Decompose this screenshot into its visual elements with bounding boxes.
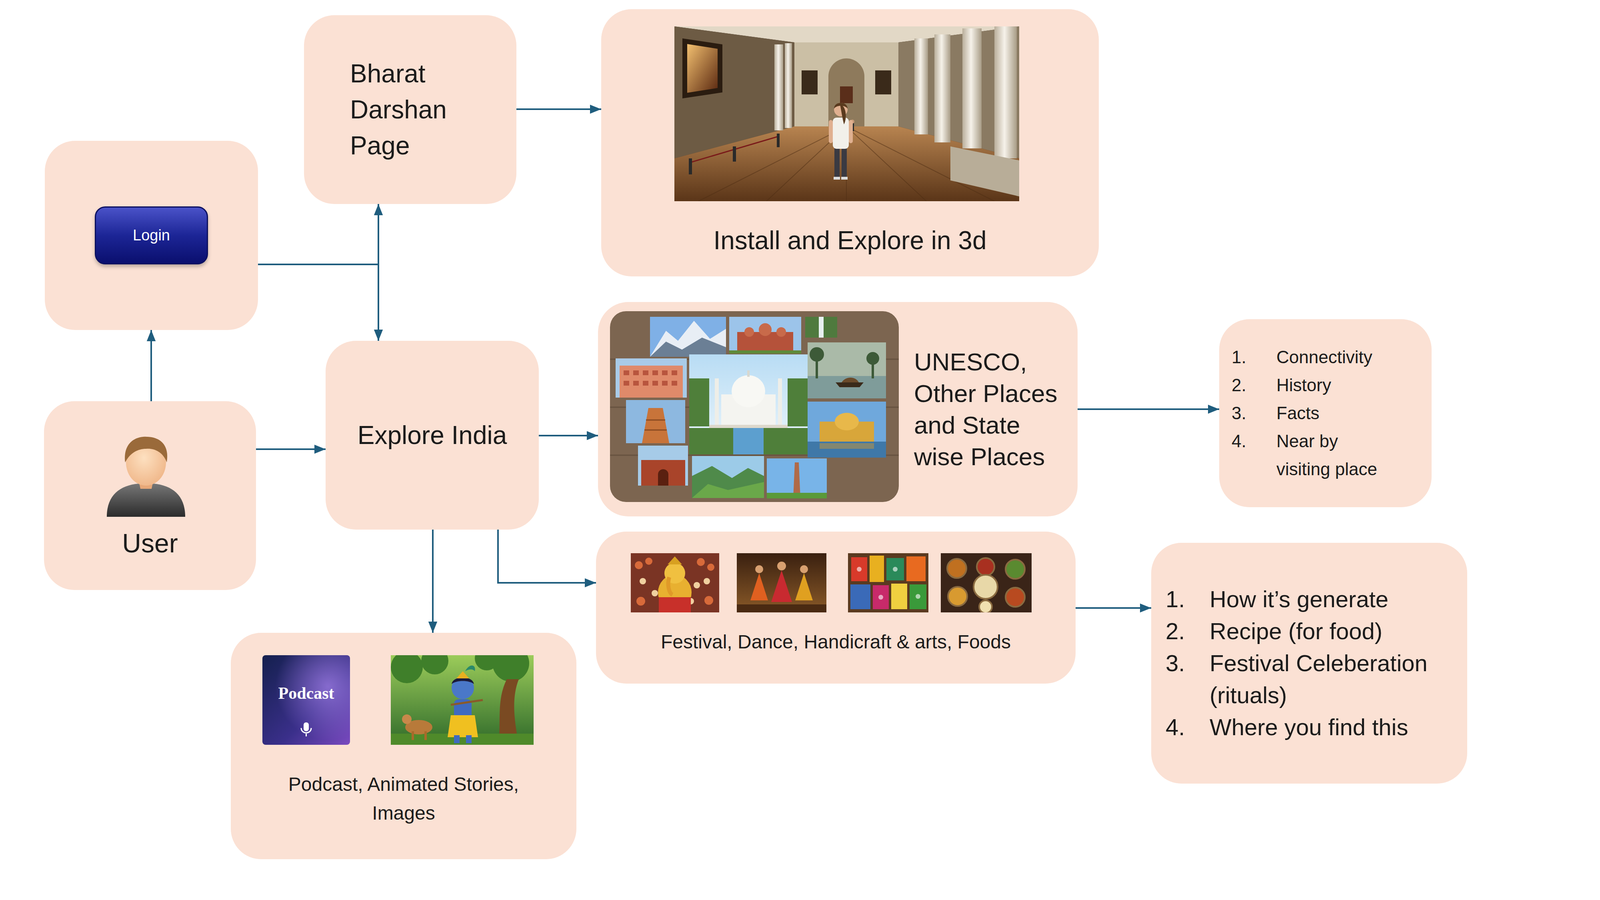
places-collage [610, 311, 899, 502]
arrow-connector [258, 204, 379, 265]
arrow-connector [432, 529, 434, 633]
list-number: 4. [1165, 711, 1210, 744]
caption: Install and Explore in 3d [713, 224, 987, 257]
list-item: Connectivity [1276, 343, 1389, 372]
festival-photo [736, 553, 827, 613]
text-area: Bharat Darshan Page [304, 15, 517, 204]
arrow-connector [538, 434, 598, 437]
arrow-connector [498, 529, 596, 583]
box-label: Bharat Darshan Page [350, 55, 482, 164]
museum-screenshot [674, 26, 1020, 202]
login-button: Login [94, 206, 208, 265]
list-number: 3. [1165, 647, 1210, 712]
text-area: Explore India [325, 340, 539, 530]
actor-box: User [44, 401, 256, 590]
text-area: Festival, Dance, Handicraft & arts, Food… [604, 626, 1068, 658]
list-item: Recipe (for food) [1209, 615, 1450, 648]
caption: Festival, Dance, Handicraft & arts, Food… [660, 629, 1011, 655]
page-box: Bharat Darshan Page [304, 15, 517, 204]
text-area: 1.How it’s generate2.Recipe (for food)3.… [1165, 542, 1460, 784]
arrow-connector [258, 264, 379, 341]
list-number: 4. [1231, 427, 1277, 484]
list-item: Where you find this [1209, 711, 1450, 744]
actor-name: User [122, 527, 178, 560]
cover-title: Podcast [278, 683, 335, 704]
places-panel: UNESCO, Other Places and State wise Plac… [598, 302, 1078, 517]
screenshot-panel: Install and Explore in 3d [601, 9, 1099, 277]
text-area: UNESCO, Other Places and State wise Plac… [914, 302, 1070, 517]
list-box: 1.Connectivity2.History3.Facts4.Near by … [1219, 319, 1432, 508]
list-item: Near by visiting place [1276, 427, 1389, 484]
text-area: Login [44, 140, 258, 330]
label-area: Podcast [262, 655, 350, 732]
arrow-connector [150, 330, 152, 402]
user-icon [102, 432, 190, 517]
list-number: 2. [1165, 615, 1210, 648]
text-area: Podcast, Animated Stories, Images [246, 760, 561, 837]
animated-story-still [390, 655, 534, 745]
text-area: Install and Explore in 3d [609, 217, 1091, 264]
list-number: 2. [1231, 371, 1277, 400]
culture-panel: Festival, Dance, Handicraft & arts, Food… [596, 531, 1076, 684]
box-label: UNESCO, Other Places and State wise Plac… [914, 346, 1058, 473]
list-item: Facts [1276, 399, 1389, 428]
list-item: History [1276, 371, 1389, 400]
festival-photo [940, 553, 1032, 613]
arrow-connector [1075, 607, 1152, 609]
process-box: Explore India [325, 340, 539, 530]
arrow-connector [1077, 408, 1220, 410]
box-label: Explore India [357, 419, 508, 452]
list-box: 1.How it’s generate2.Recipe (for food)3.… [1151, 542, 1468, 784]
list-item: Festival Celeberation (rituals) [1209, 647, 1450, 712]
login-panel: Login [44, 140, 258, 330]
arrow-connector [516, 108, 602, 110]
list-number: 3. [1231, 399, 1277, 428]
text-area: User [52, 521, 248, 566]
list-number: 1. [1231, 343, 1277, 372]
caption: Podcast, Animated Stories, Images [259, 770, 548, 828]
list-number: 1. [1165, 583, 1210, 616]
arrow-connector [256, 448, 326, 450]
list-item: How it’s generate [1209, 583, 1450, 616]
text-area: 1.Connectivity2.History3.Facts4.Near by … [1231, 319, 1426, 508]
festival-photo [630, 553, 720, 613]
media-panel: Podcast, Animated Stories, Images Podcast [230, 632, 577, 860]
festival-photo [848, 553, 929, 613]
